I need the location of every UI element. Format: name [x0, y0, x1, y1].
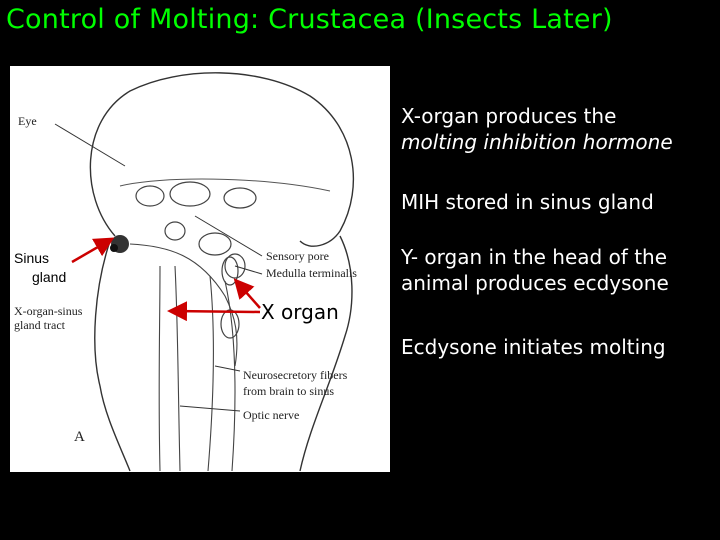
sensory-pore-leader	[194, 215, 263, 257]
ganglion-2	[169, 181, 211, 207]
crustacean-eyestalk-diagram: Eye Sensory pore Medulla terminalis X-or…	[10, 66, 390, 472]
optic-nerve-left	[158, 265, 161, 472]
ganglion-4	[164, 221, 186, 241]
sinus-gland-label-line2: gland	[32, 269, 67, 285]
optic-nerve-right	[174, 265, 181, 472]
bullet-x-organ: X-organ produces the molting inhibition …	[401, 103, 673, 155]
slide-title: Control of Molting: Crustacea (Insects L…	[6, 4, 613, 35]
medulla-terminalis-label: Medulla terminalis	[266, 266, 357, 280]
bullet-y-organ-line2: animal produces ecdysone	[401, 271, 669, 295]
ganglion-1	[135, 185, 165, 207]
eye-leader	[54, 123, 126, 167]
eye-label: Eye	[18, 114, 37, 128]
neurosecretory-label-2: from brain to sinus	[243, 384, 334, 398]
ganglion-5	[198, 232, 232, 256]
sensory-pore-label: Sensory pore	[266, 249, 329, 263]
sinus-gland-label-line1: Sinus	[14, 250, 50, 266]
x-organ-sinus-label-2: gland tract	[14, 318, 65, 332]
bullet-ecdysone: Ecdysone initiates molting	[401, 335, 666, 359]
x-organ-body	[220, 309, 240, 339]
stalk-right-edge	[299, 235, 353, 472]
panel-label: A	[74, 429, 85, 445]
bullet-y-organ-line1: Y- organ in the head of the	[401, 245, 668, 269]
bullet-x-organ-line1: X-organ produces the	[401, 104, 617, 128]
optic-nerve-leader	[179, 405, 241, 412]
eye-outline	[89, 72, 355, 247]
bullet-x-organ-line2: molting inhibition hormone	[401, 130, 673, 154]
ganglion-6	[224, 253, 246, 279]
medulla-terminalis	[221, 256, 239, 286]
neurosecretory-fiber-2	[224, 280, 236, 472]
optic-nerve-label: Optic nerve	[243, 408, 300, 422]
sinus-gland-tract	[129, 243, 238, 367]
sinus-gland-label: Sinus gland	[12, 249, 69, 287]
x-organ-sinus-label-1: X-organ-sinus	[14, 304, 83, 318]
medulla-leader	[234, 265, 263, 275]
bullet-mih: MIH stored in sinus gland	[401, 190, 654, 214]
stalk-left-edge	[94, 240, 131, 472]
ganglion-3	[223, 187, 257, 209]
sinus-gland-dot	[110, 244, 118, 252]
eye-band	[119, 178, 331, 192]
neurosecretory-leader	[214, 365, 241, 372]
eyestalk-drawing	[54, 72, 355, 472]
x-organ-label: X organ	[261, 300, 339, 324]
bullet-y-organ: Y- organ in the head of the animal produ…	[401, 244, 669, 296]
neurosecretory-label-1: Neurosecretory fibers	[243, 368, 348, 382]
neurosecretory-fiber-1	[207, 275, 215, 472]
